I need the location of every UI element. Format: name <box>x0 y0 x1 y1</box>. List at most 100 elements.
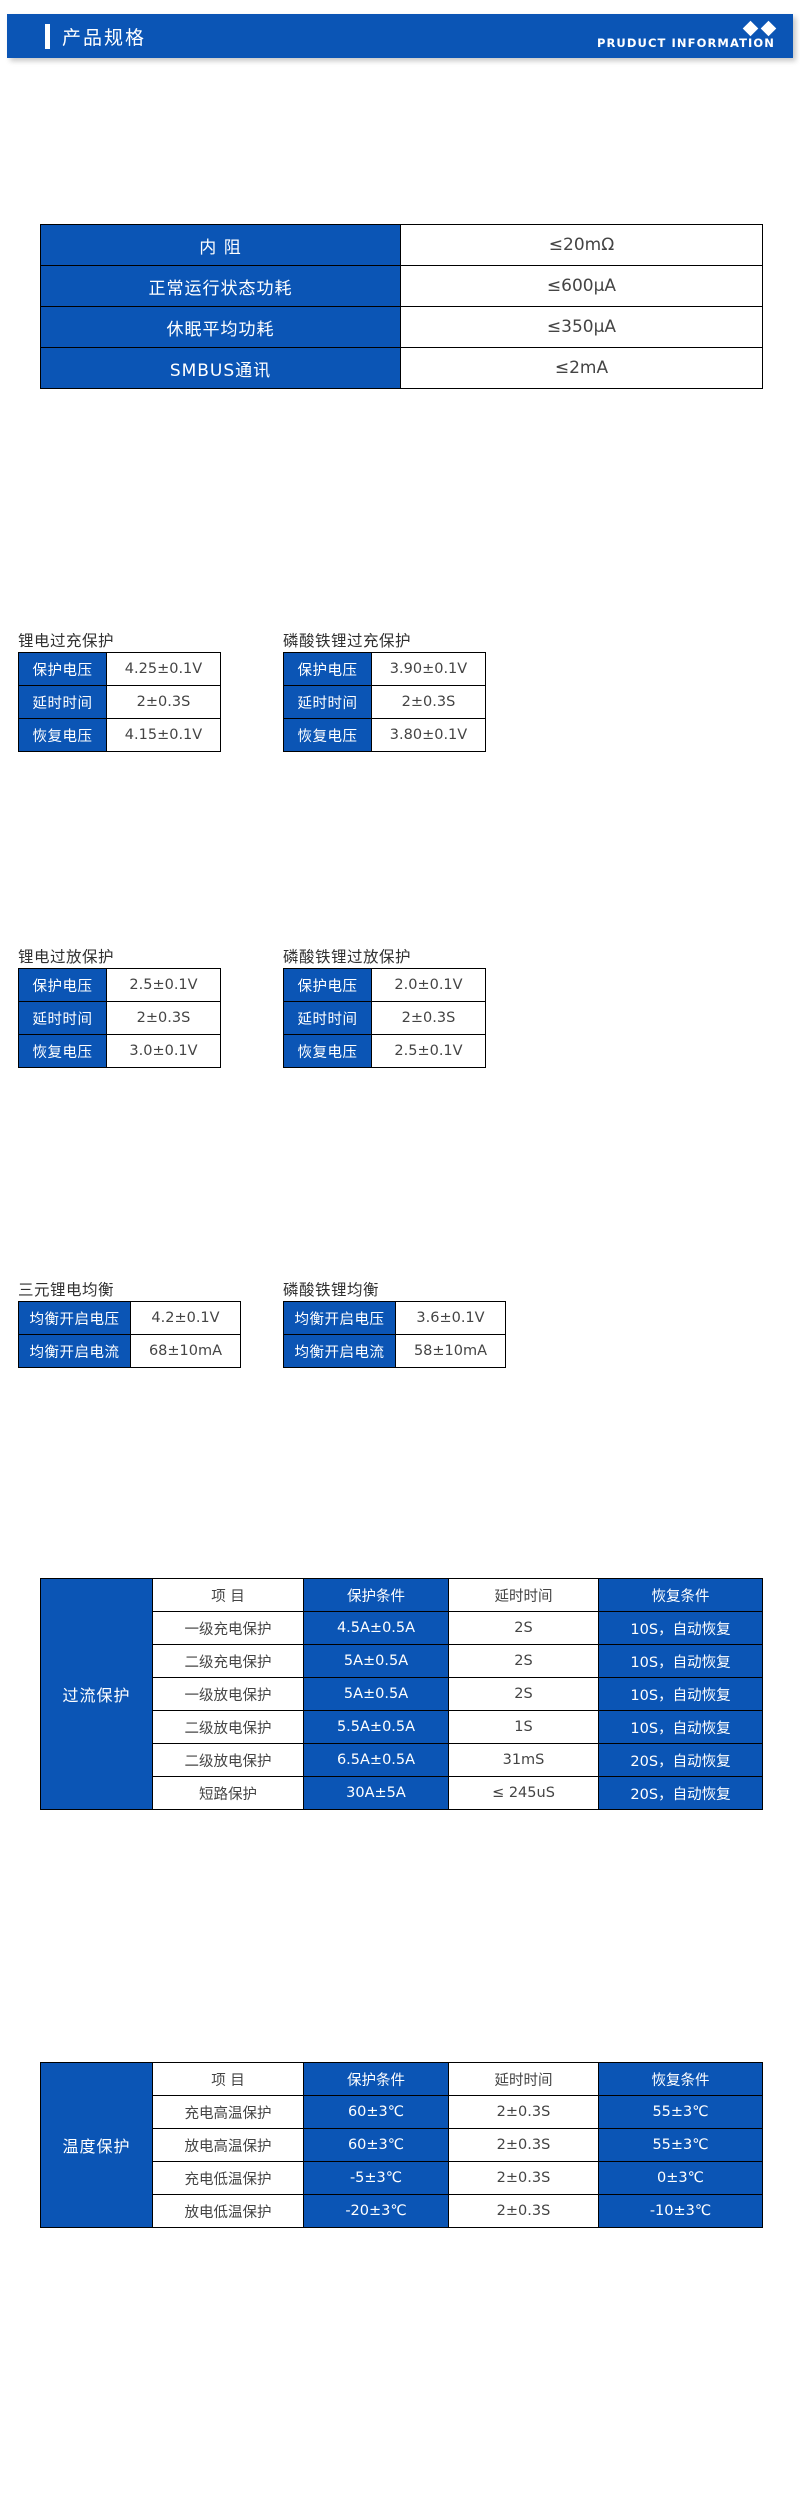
row-value: 2±0.3S <box>371 1001 486 1035</box>
spec-value: ≤350μA <box>400 306 763 348</box>
caption-lifepo4-overdischarge: 磷酸铁锂过放保护 <box>283 948 412 966</box>
table-row: 一级充电保护 4.5A±0.5A 2S 10S，自动恢复 <box>41 1611 763 1645</box>
table-row: 延时时间 2±0.3S <box>283 685 486 719</box>
cell-recovery: 10S，自动恢复 <box>598 1677 763 1711</box>
column-header-condition: 保护条件 <box>303 2062 449 2096</box>
column-header-condition: 保护条件 <box>303 1578 449 1612</box>
cell-recovery: 10S，自动恢复 <box>598 1644 763 1678</box>
cell-delay: 2±0.3S <box>448 2194 599 2228</box>
table-row: 恢复电压 4.15±0.1V <box>18 718 221 752</box>
page-header-bar: 产品规格 PRUDUCT INFORMATION <box>7 14 793 58</box>
row-value: 4.25±0.1V <box>106 652 221 686</box>
cell-condition: 60±3℃ <box>303 2128 449 2162</box>
cell-recovery: 10S，自动恢复 <box>598 1611 763 1645</box>
cell-item: 放电高温保护 <box>152 2128 304 2162</box>
cell-delay: 2±0.3S <box>448 2128 599 2162</box>
ternary-balance-table: 均衡开启电压 4.2±0.1V 均衡开启电流 68±10mA <box>18 1301 241 1368</box>
row-label: 延时时间 <box>18 1001 107 1035</box>
row-label: 均衡开启电压 <box>18 1301 131 1335</box>
cell-condition: 5A±0.5A <box>303 1644 449 1678</box>
spec-value: ≤600μA <box>400 265 763 307</box>
caption-lifepo4-overcharge: 磷酸铁锂过充保护 <box>283 632 412 650</box>
table-row: 充电高温保护 60±3℃ 2±0.3S 55±3℃ <box>41 2095 763 2129</box>
cell-item: 一级充电保护 <box>152 1611 304 1645</box>
row-value: 2.0±0.1V <box>371 968 486 1002</box>
spec-label: 休眠平均功耗 <box>40 306 401 348</box>
column-header-delay: 延时时间 <box>448 2062 599 2096</box>
cell-recovery: 10S，自动恢复 <box>598 1710 763 1744</box>
cell-delay: 2S <box>448 1611 599 1645</box>
row-label: 均衡开启电压 <box>283 1301 396 1335</box>
row-label: 均衡开启电流 <box>18 1334 131 1368</box>
caption-lithium-overdischarge: 锂电过放保护 <box>18 948 115 966</box>
lithium-overdischarge-table: 保护电压 2.5±0.1V 延时时间 2±0.3S 恢复电压 3.0±0.1V <box>18 968 221 1068</box>
row-value: 4.15±0.1V <box>106 718 221 752</box>
table-row: 充电低温保护 -5±3℃ 2±0.3S 0±3℃ <box>41 2161 763 2195</box>
caption-ternary-balance: 三元锂电均衡 <box>18 1281 115 1299</box>
table-row: 一级放电保护 5A±0.5A 2S 10S，自动恢复 <box>41 1677 763 1711</box>
row-value: 2±0.3S <box>106 685 221 719</box>
column-header-item: 项 目 <box>152 2062 304 2096</box>
cell-condition: 5.5A±0.5A <box>303 1710 449 1744</box>
table-row: 延时时间 2±0.3S <box>283 1001 486 1035</box>
temperature-protection-table: 温度保护 项 目 保护条件 延时时间 恢复条件 充电高温保护 60±3℃ 2±0… <box>40 2062 763 2228</box>
cell-condition: -20±3℃ <box>303 2194 449 2228</box>
row-value: 3.90±0.1V <box>371 652 486 686</box>
table-row: SMBUS通讯 ≤2mA <box>40 347 763 389</box>
cell-delay: ≤ 245uS <box>448 1776 599 1810</box>
row-label: 延时时间 <box>283 1001 372 1035</box>
row-value: 3.6±0.1V <box>395 1301 506 1335</box>
column-header-recovery: 恢复条件 <box>598 1578 763 1612</box>
diamond-icon <box>760 20 777 36</box>
row-value: 2.5±0.1V <box>106 968 221 1002</box>
cell-delay: 31mS <box>448 1743 599 1777</box>
cell-condition: 5A±0.5A <box>303 1677 449 1711</box>
lifepo4-balance-table: 均衡开启电压 3.6±0.1V 均衡开启电流 58±10mA <box>283 1301 506 1368</box>
cell-item: 二级放电保护 <box>152 1743 304 1777</box>
cell-recovery: 20S，自动恢复 <box>598 1776 763 1810</box>
diamond-icon <box>742 20 759 36</box>
table-row: 保护电压 2.5±0.1V <box>18 968 221 1002</box>
cell-condition: 60±3℃ <box>303 2095 449 2129</box>
row-label: 恢复电压 <box>18 718 107 752</box>
row-value: 2±0.3S <box>371 685 486 719</box>
cell-recovery: 55±3℃ <box>598 2095 763 2129</box>
cell-condition: 4.5A±0.5A <box>303 1611 449 1645</box>
table-row: 均衡开启电压 4.2±0.1V <box>18 1301 241 1335</box>
cell-delay: 1S <box>448 1710 599 1744</box>
table-row: 恢复电压 3.80±0.1V <box>283 718 486 752</box>
table-row: 均衡开启电流 58±10mA <box>283 1334 506 1368</box>
column-header-recovery: 恢复条件 <box>598 2062 763 2096</box>
spec-value: ≤20mΩ <box>400 224 763 266</box>
row-value: 2.5±0.1V <box>371 1034 486 1068</box>
row-value: 68±10mA <box>130 1334 241 1368</box>
caption-lithium-overcharge: 锂电过充保护 <box>18 632 115 650</box>
row-label: 保护电压 <box>283 652 372 686</box>
row-label: 延时时间 <box>18 685 107 719</box>
row-label: 恢复电压 <box>18 1034 107 1068</box>
row-label: 保护电压 <box>18 652 107 686</box>
cell-item: 放电低温保护 <box>152 2194 304 2228</box>
cell-item: 充电低温保护 <box>152 2161 304 2195</box>
cell-recovery: 55±3℃ <box>598 2128 763 2162</box>
cell-recovery: 20S，自动恢复 <box>598 1743 763 1777</box>
table-row: 恢复电压 3.0±0.1V <box>18 1034 221 1068</box>
table-row: 恢复电压 2.5±0.1V <box>283 1034 486 1068</box>
table-row: 保护电压 3.90±0.1V <box>283 652 486 686</box>
caption-lifepo4-balance: 磷酸铁锂均衡 <box>283 1281 380 1299</box>
cell-item: 充电高温保护 <box>152 2095 304 2129</box>
row-value: 3.80±0.1V <box>371 718 486 752</box>
table-row: 均衡开启电压 3.6±0.1V <box>283 1301 506 1335</box>
row-label: 均衡开启电流 <box>283 1334 396 1368</box>
lifepo4-overdischarge-table: 保护电压 2.0±0.1V 延时时间 2±0.3S 恢复电压 2.5±0.1V <box>283 968 486 1068</box>
cell-item: 一级放电保护 <box>152 1677 304 1711</box>
overcurrent-protection-table: 过流保护 项 目 保护条件 延时时间 恢复条件 一级充电保护 4.5A±0.5A… <box>40 1578 763 1810</box>
row-label: 恢复电压 <box>283 718 372 752</box>
spec-label: SMBUS通讯 <box>40 347 401 389</box>
table-row: 二级放电保护 5.5A±0.5A 1S 10S，自动恢复 <box>41 1710 763 1744</box>
cell-delay: 2±0.3S <box>448 2161 599 2195</box>
table-row: 正常运行状态功耗 ≤600μA <box>40 265 763 307</box>
basic-spec-table: 内 阻 ≤20mΩ 正常运行状态功耗 ≤600μA 休眠平均功耗 ≤350μA … <box>40 224 763 389</box>
row-value: 58±10mA <box>395 1334 506 1368</box>
